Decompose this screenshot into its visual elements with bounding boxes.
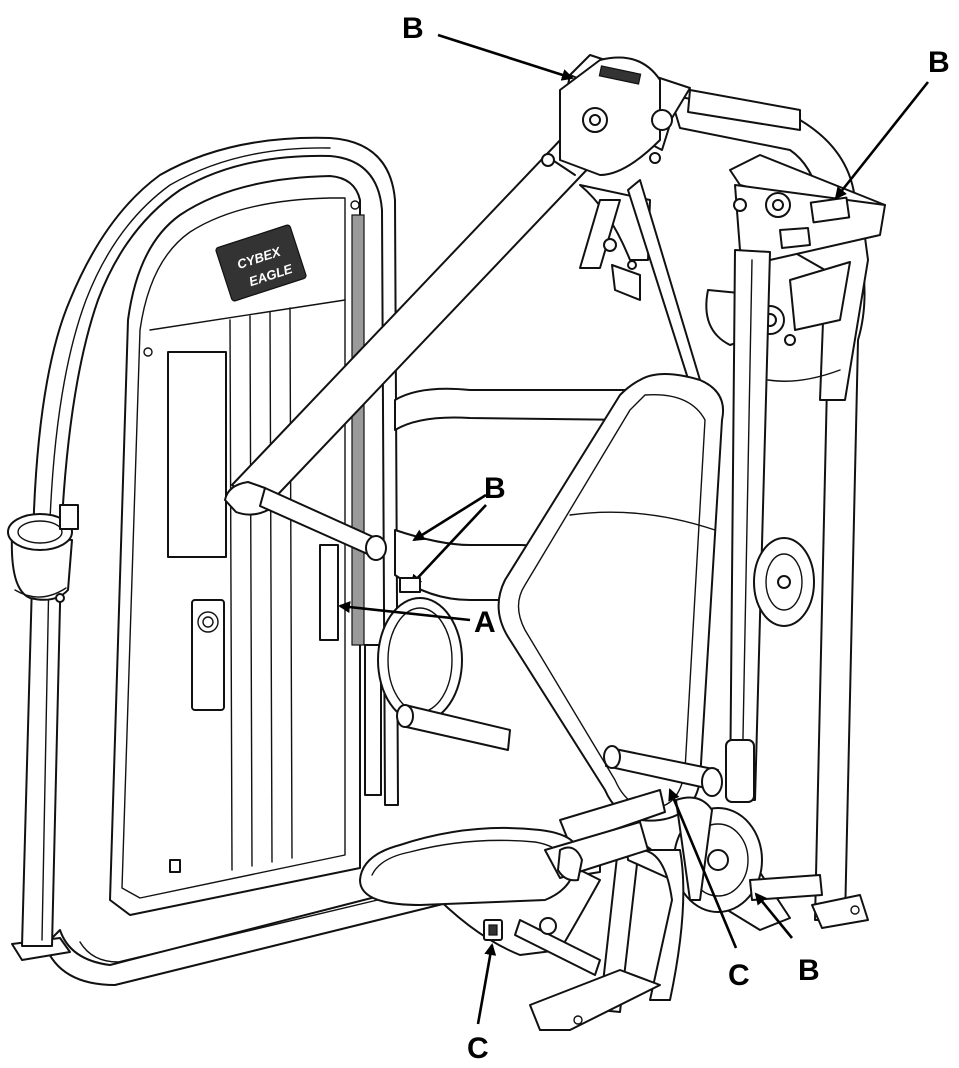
right-pivot-assembly [705,154,886,346]
callout-labels: B B B A B C C [402,12,950,1065]
label-b-top-left: B [402,12,424,45]
right-press-arm [725,249,771,803]
arrow-c-bottom [476,943,497,1025]
seat-support-bracket [419,789,685,1031]
left-handle [396,704,511,751]
arrow-b-middle-lower [409,504,487,587]
pulley-wheel [753,537,815,627]
arrow-b-top-left [437,33,574,81]
label-b-lower-right: B [798,954,820,987]
callout-arrows [338,33,930,1025]
brand-logo-plate: CYBEX EAGLE [215,224,307,302]
arrow-b-lower-right [754,892,794,939]
arrow-b-top-right [834,81,930,200]
warning-labels [319,65,642,641]
cup-holder [7,504,79,603]
label-plate-b-middle [399,577,421,593]
right-handle [603,745,723,797]
arrow-a [338,601,471,622]
label-c-middle: C [728,959,750,992]
seat-cushion [359,821,649,906]
label-c-bottom: C [467,1032,489,1065]
cam-linkage [661,796,823,931]
label-a: A [474,606,496,639]
label-b-middle: B [484,472,506,505]
arrow-c-middle [668,788,738,949]
label-plate-b-top [598,65,642,85]
left-press-arm [224,134,599,561]
arrow-b-middle-upper [412,493,487,542]
left-upright-frame [21,136,399,947]
label-b-top-right: B [928,46,950,79]
label-plate-a [319,544,339,641]
